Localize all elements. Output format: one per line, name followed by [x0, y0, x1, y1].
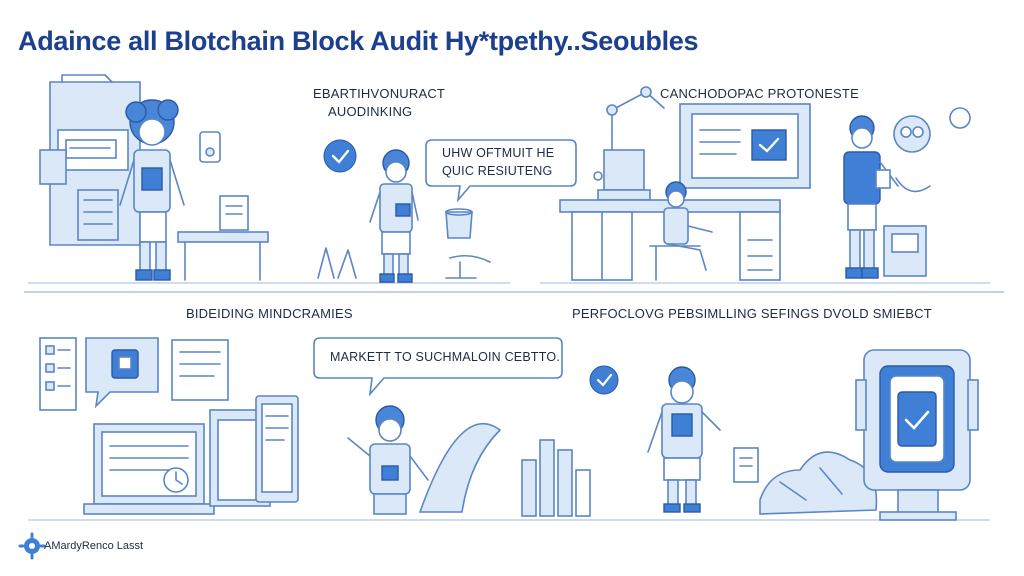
- bubble-top-line2: QUIC RESIUTENG: [442, 164, 553, 178]
- page-title: Adaince all Blotchain Block Audit Hy*tpe…: [18, 26, 699, 56]
- check-circle-icon: [589, 365, 619, 395]
- character-seated: [649, 181, 713, 281]
- check-circle-icon: [323, 139, 357, 173]
- panel-top-left-label-line2: AUODINKING: [328, 104, 413, 119]
- bubble-bottom-text: MARKETT TO SUCHMALOIN CEBTTO.: [330, 350, 560, 364]
- panel-bottom-right-label: PERFOCLOVG PEBSIMLLING SEFINGS DVOLD SMI…: [572, 306, 932, 321]
- character-standing: [843, 115, 899, 279]
- panel-bottom-left-illustration: [39, 337, 563, 515]
- panel-bottom-right-illustration: [521, 349, 979, 521]
- panel-top-left-illustration: [39, 74, 577, 283]
- gear-icon: [18, 532, 46, 560]
- bubble-top-line1: UHW OFTMUIT HE: [442, 146, 555, 160]
- panel-top-right-illustration: [559, 86, 971, 281]
- character-tester: [647, 366, 721, 513]
- panel-bottom-left-label: BIDEIDING MINDCRAMIES: [186, 306, 353, 321]
- character-auditor: [369, 149, 419, 283]
- character-curly-hair: [119, 99, 185, 281]
- panel-top-left-label-line1: EBARTIHVONURACT: [313, 86, 446, 101]
- panel-top-right-label: CANCHODOPAC PROTONESTE: [660, 86, 859, 101]
- footer-brand-text: AMardyRenco Lasst: [44, 540, 144, 552]
- character-marketer: [347, 405, 429, 515]
